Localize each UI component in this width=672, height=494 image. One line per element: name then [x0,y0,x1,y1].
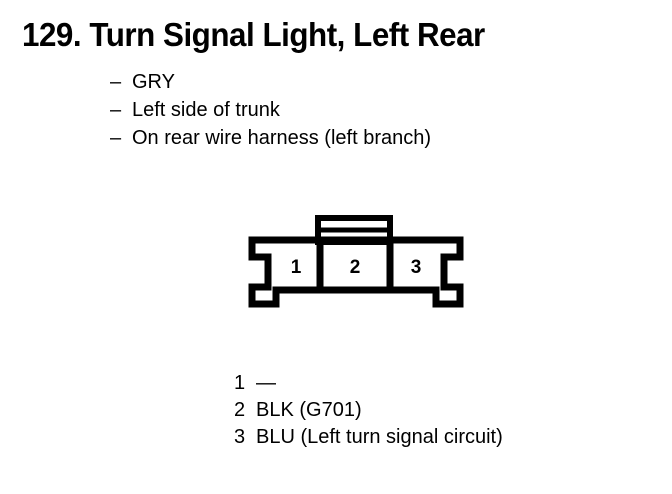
description-list: – GRY – Left side of trunk – On rear wir… [110,68,431,152]
dash-marker: – [110,127,122,149]
description-item-label: Left side of trunk [132,99,280,121]
connector-cavity-label-1: 1 [291,257,302,278]
pin-number: 3 [234,426,246,448]
pin-legend-row: 2 BLK (G701) [234,397,503,424]
connector-cavity-label-3: 3 [411,257,422,278]
pin-legend-row: 1 — [234,370,503,397]
connector-diagram: 1 2 3 [240,205,480,315]
description-item: – Left side of trunk [110,96,431,124]
description-item-label: GRY [132,71,175,93]
page-title: 129. Turn Signal Light, Left Rear [22,16,485,53]
connector-body-outline [248,236,464,308]
description-item-label: On rear wire harness (left branch) [132,127,432,149]
pin-description: BLK (G701) [256,399,362,421]
pin-legend-row: 3 BLU (Left turn signal circuit) [234,424,503,451]
pin-number: 2 [234,399,246,421]
description-item: – GRY [110,68,431,96]
pin-description: BLU (Left turn signal circuit) [256,426,503,448]
dash-marker: – [110,71,122,93]
dash-marker: – [110,99,122,121]
description-item: – On rear wire harness (left branch) [110,124,431,152]
connector-svg: 1 2 3 [248,215,464,308]
pin-description: — [256,372,276,394]
connector-cavity-label-2: 2 [350,257,361,278]
pin-legend: 1 — 2 BLK (G701) 3 BLU (Left turn signal… [234,370,503,451]
pin-number: 1 [234,372,246,394]
